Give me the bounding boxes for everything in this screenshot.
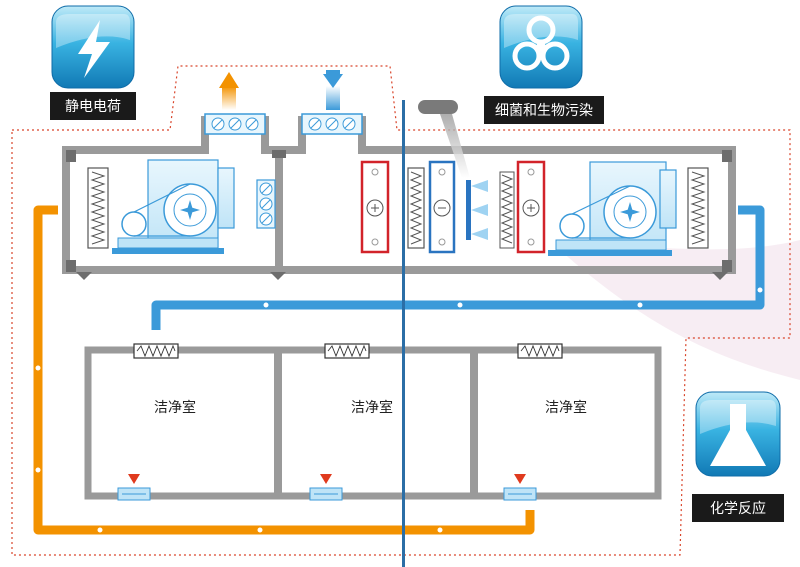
mixing-damper	[256, 179, 276, 229]
badge-static-label: 静电电荷	[65, 99, 121, 115]
heating-coil	[360, 160, 390, 254]
room-2: 洁净室	[351, 399, 393, 416]
background-swoosh	[560, 240, 800, 380]
fine-filter	[499, 171, 515, 249]
badge-bio-label: 细菌和生物污染	[495, 103, 593, 119]
room-2-label: 洁净室	[351, 399, 393, 416]
clean-rooms: 洁净室 洁净室 洁净室	[84, 343, 662, 501]
outlet-filter	[687, 167, 709, 249]
return-grille	[503, 474, 537, 501]
exhaust-damper	[204, 113, 266, 135]
room-1-label: 洁净室	[154, 399, 196, 416]
exhaust-arrow-icon	[219, 72, 239, 110]
supply-fan	[548, 161, 677, 256]
room-3-label: 洁净室	[545, 399, 587, 416]
pre-filter	[407, 167, 425, 249]
badge-chemical: 化学反应	[692, 391, 784, 522]
return-grille	[309, 474, 343, 501]
return-fan	[112, 159, 235, 254]
biohazard-icon	[512, 15, 570, 71]
supply-duct	[151, 205, 765, 338]
cooling-coil	[428, 160, 456, 254]
room-1: 洁净室	[154, 399, 196, 416]
return-grille	[117, 474, 151, 501]
contamination-indicator	[418, 100, 470, 178]
divider-line	[402, 100, 405, 567]
return-air-filter	[87, 167, 109, 249]
badge-biohazard: 细菌和生物污染	[484, 5, 604, 124]
zone-outline	[11, 65, 791, 556]
uv-lamp	[466, 180, 488, 240]
supply-diffuser	[517, 343, 563, 359]
supply-diffuser	[133, 343, 179, 359]
reheat-coil	[516, 160, 546, 254]
intake-arrow-icon	[323, 70, 343, 110]
return-duct	[33, 205, 535, 535]
badge-chem-label: 化学反应	[710, 500, 766, 517]
intake-damper	[301, 113, 363, 135]
flask-icon	[710, 404, 766, 466]
supply-diffuser	[324, 343, 370, 359]
badge-static-charge: 静电电荷	[50, 5, 136, 120]
lightning-icon	[78, 20, 110, 78]
air-handling-unit	[62, 70, 736, 280]
room-3: 洁净室	[545, 399, 587, 416]
